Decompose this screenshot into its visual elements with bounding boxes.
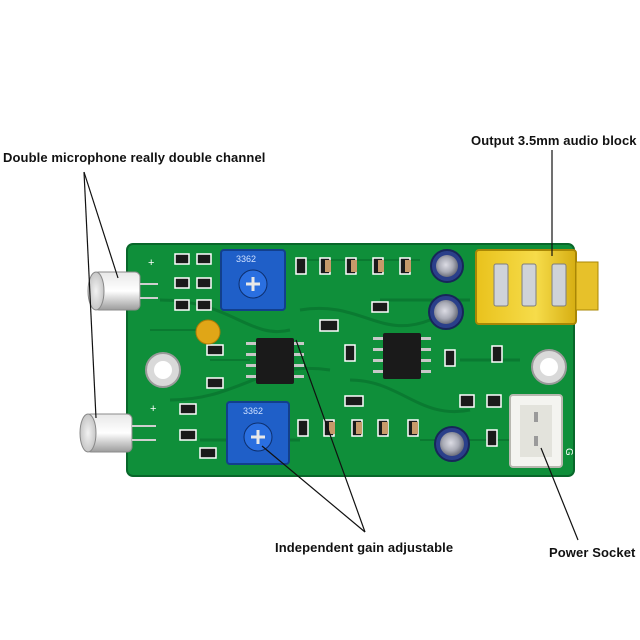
ceramic-capacitor <box>195 319 221 345</box>
audio-jack <box>475 249 599 325</box>
pointer-mic-bottom <box>83 171 97 419</box>
electrolytic-capacitors <box>428 249 470 462</box>
pointer-lines <box>83 150 579 541</box>
potentiometer-top: 3362 <box>220 249 286 311</box>
audio-output-label: Output 3.5mm audio block <box>471 133 637 148</box>
silkscreen-ground: G <box>563 448 574 456</box>
potentiometer-bottom: 3362 <box>226 401 290 465</box>
microphone-label: Double microphone really double channel <box>3 150 266 165</box>
mounting-holes <box>145 349 567 388</box>
pointer-power <box>540 447 579 541</box>
op-amp-chips <box>246 333 431 384</box>
silkscreen-plus-top: + <box>148 257 154 269</box>
pointer-gain-bottom <box>261 445 366 533</box>
pot-marking-bottom: 3362 <box>243 406 263 416</box>
gain-label: Independent gain adjustable <box>275 540 454 555</box>
pointer-gain-top <box>295 339 366 533</box>
silkscreen-plus-marks: + + G <box>148 257 574 456</box>
pointer-mic-top <box>83 171 119 279</box>
silkscreen-plus-bottom: + <box>150 403 156 415</box>
power-connector <box>509 394 563 468</box>
smd-components <box>174 253 503 459</box>
pot-marking-top: 3362 <box>236 254 256 264</box>
microphone-top <box>87 271 158 311</box>
microphone-bottom <box>79 413 156 453</box>
power-socket-label: Power Socket <box>549 545 636 560</box>
